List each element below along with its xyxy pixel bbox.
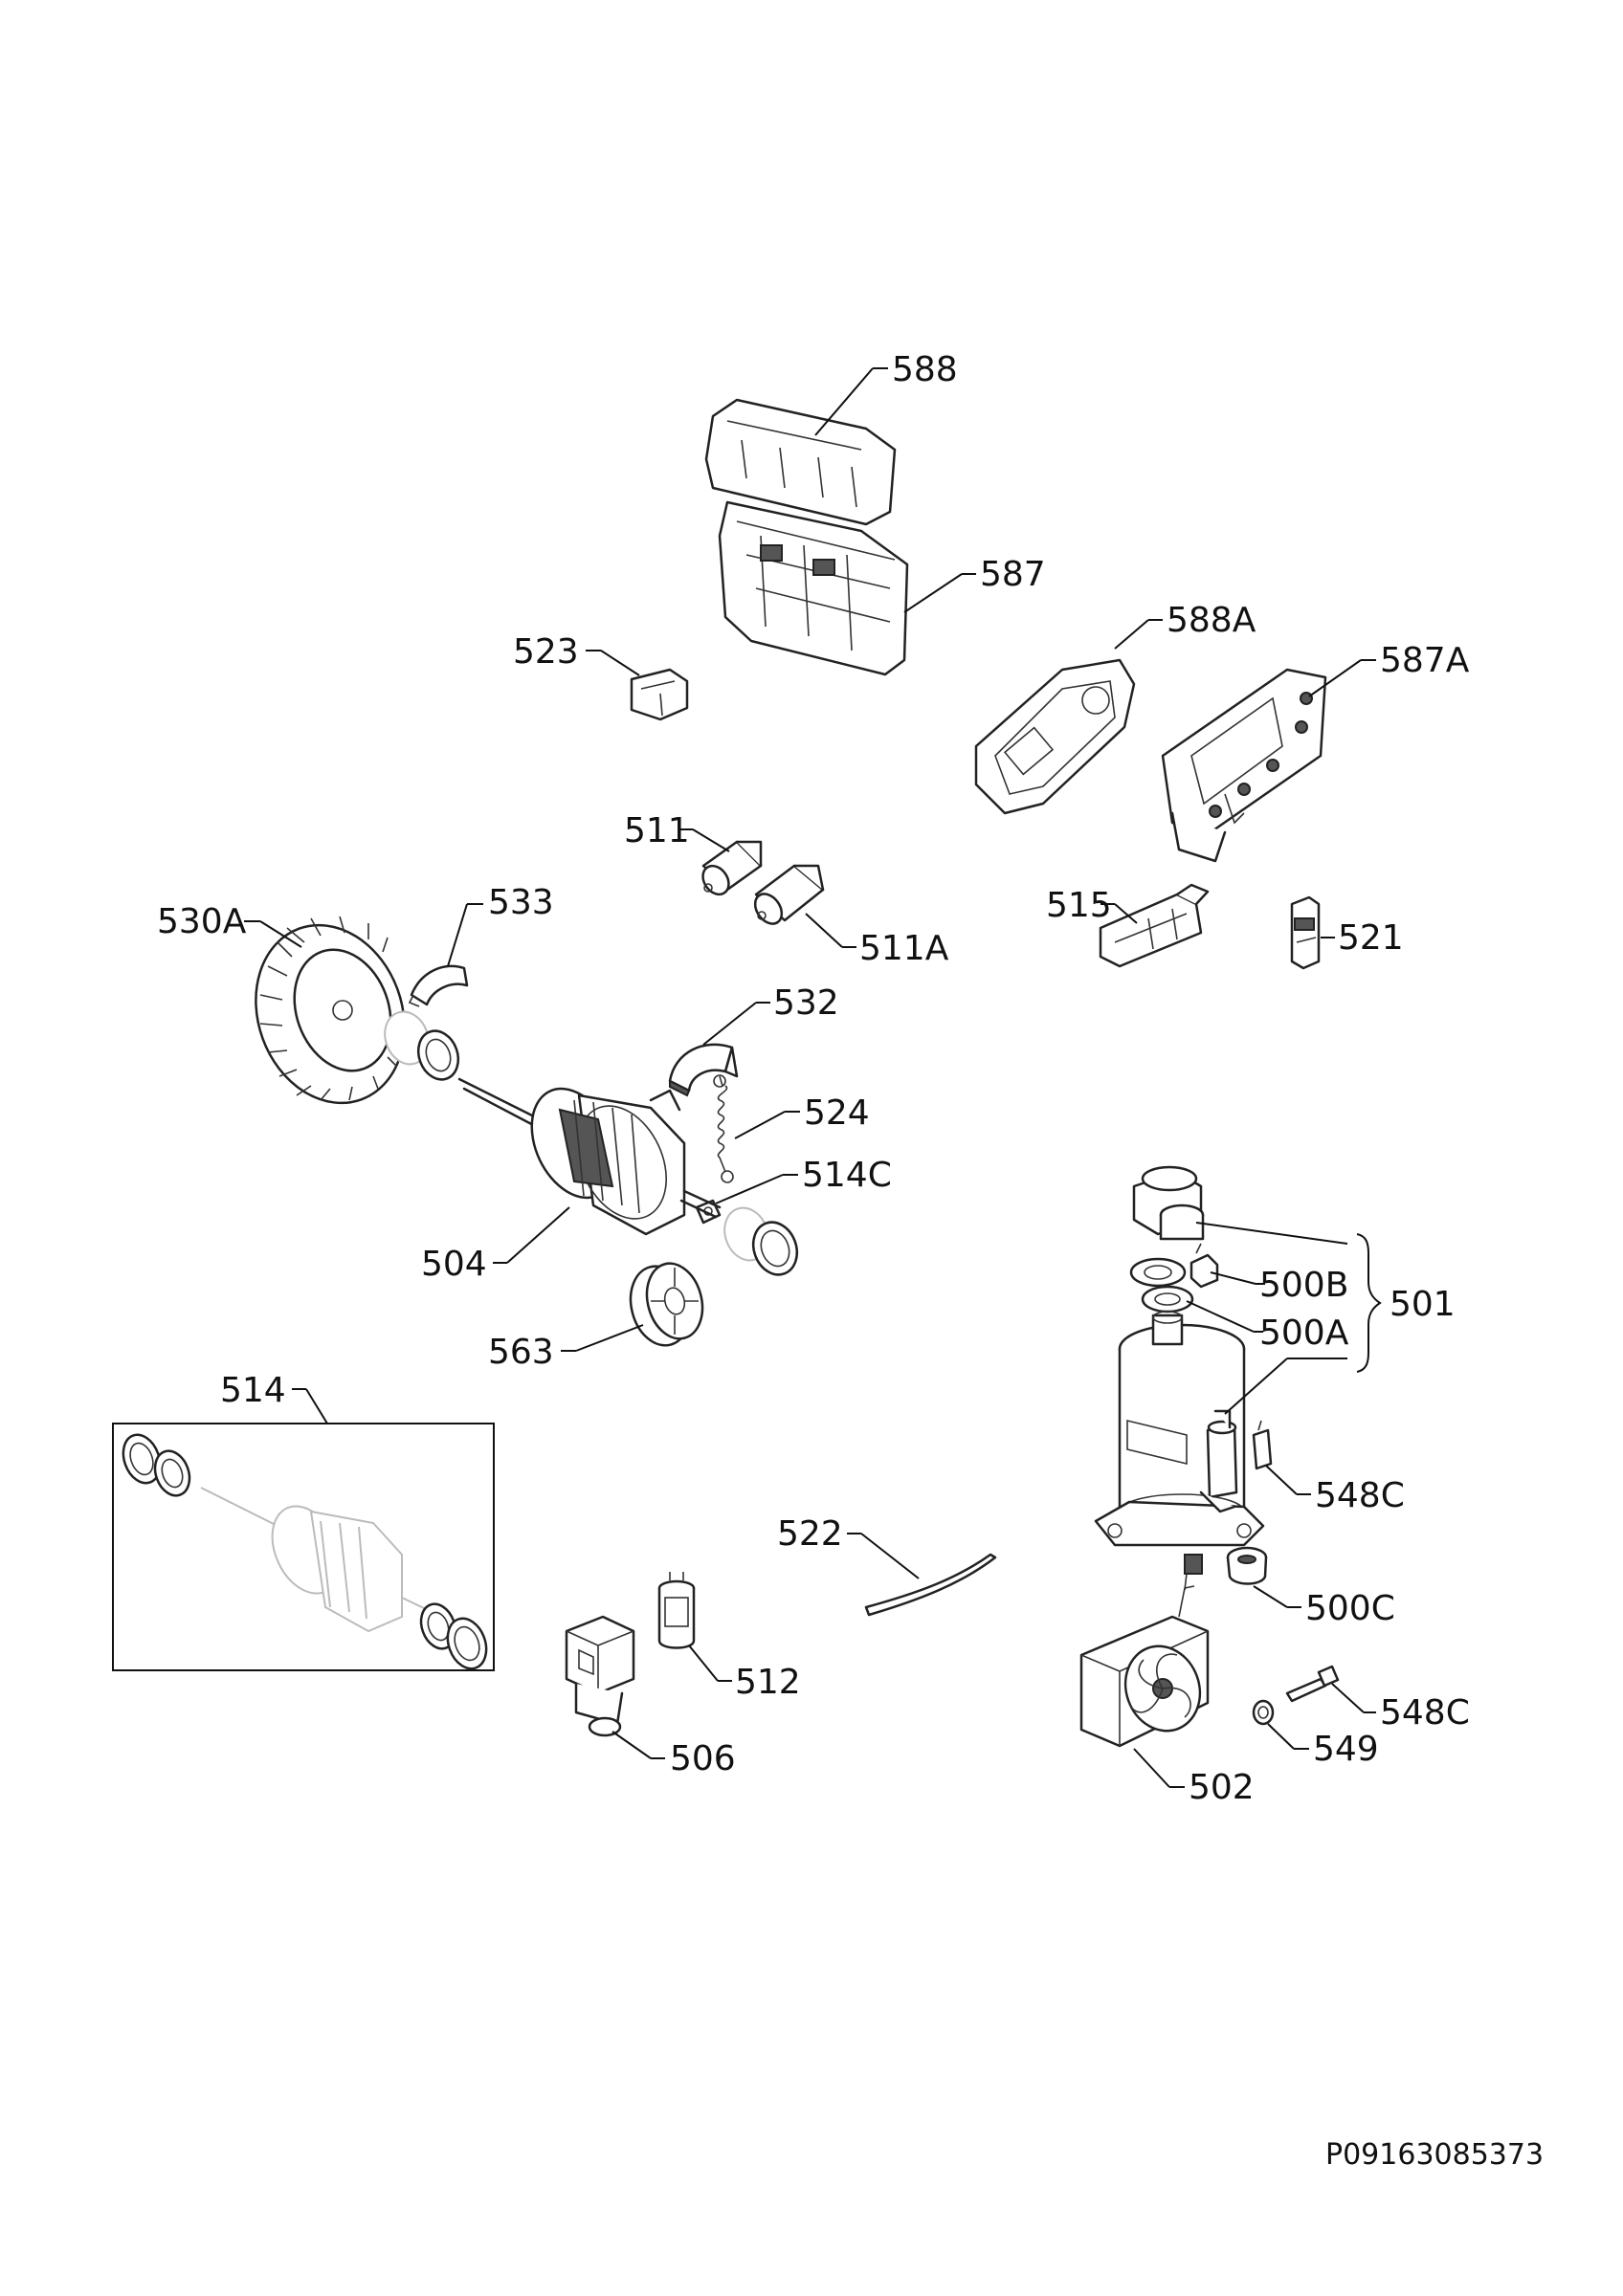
label-524[interactable]: 524 xyxy=(804,1093,870,1133)
label-514C[interactable]: 514C xyxy=(802,1156,892,1195)
leader-522b xyxy=(860,1533,920,1579)
label-502[interactable]: 502 xyxy=(1189,1768,1255,1807)
label-532[interactable]: 532 xyxy=(773,983,839,1023)
part-500C-grommet[interactable] xyxy=(1226,1546,1268,1585)
leader-515b xyxy=(1114,903,1138,924)
leader-500B xyxy=(1210,1271,1256,1285)
label-588[interactable]: 588 xyxy=(892,350,958,389)
part-587A-display-board[interactable] xyxy=(1161,668,1327,863)
part-548C-top[interactable] xyxy=(1252,1420,1273,1470)
part-549-nut[interactable] xyxy=(1252,1699,1275,1726)
inset-box-514 xyxy=(112,1423,495,1671)
part-523-clip[interactable] xyxy=(630,668,689,721)
label-512[interactable]: 512 xyxy=(735,1663,801,1702)
leader-511b xyxy=(692,828,730,852)
part-515-switch[interactable] xyxy=(1099,883,1210,968)
label-530A[interactable]: 530A xyxy=(157,902,247,941)
part-563-pulley[interactable] xyxy=(622,1257,710,1352)
leader-588 xyxy=(814,367,874,436)
leader-514C xyxy=(715,1174,784,1204)
label-563[interactable]: 563 xyxy=(488,1333,554,1372)
leader-514b xyxy=(305,1388,328,1424)
part-521-sensor[interactable] xyxy=(1290,895,1321,970)
label-500C[interactable]: 500C xyxy=(1305,1589,1395,1628)
label-515[interactable]: 515 xyxy=(1046,886,1112,925)
bracket-501 xyxy=(1356,1233,1382,1373)
part-548C-bottom[interactable] xyxy=(1285,1665,1340,1703)
leader-548C-bottom xyxy=(1331,1683,1365,1713)
leader-548C-top xyxy=(1265,1465,1298,1495)
label-506[interactable]: 506 xyxy=(670,1739,736,1778)
part-511A-capacitor[interactable] xyxy=(749,864,825,929)
part-532-cover[interactable] xyxy=(668,1043,739,1097)
label-549[interactable]: 549 xyxy=(1313,1730,1379,1769)
leader-587A xyxy=(1308,659,1362,697)
leader-512 xyxy=(688,1645,719,1682)
leader-511A xyxy=(805,913,843,948)
part-511-capacitor[interactable] xyxy=(698,840,763,899)
leader-500B-top xyxy=(1195,1222,1348,1245)
label-533[interactable]: 533 xyxy=(488,883,554,922)
leader-563b xyxy=(575,1324,644,1352)
part-588A-frame[interactable] xyxy=(974,658,1136,815)
label-504[interactable]: 504 xyxy=(421,1245,487,1284)
part-504-motor[interactable] xyxy=(457,1075,722,1236)
label-500B[interactable]: 500B xyxy=(1259,1266,1348,1305)
label-514[interactable]: 514 xyxy=(220,1371,286,1410)
part-506-pump[interactable] xyxy=(565,1615,635,1737)
part-514C-plate[interactable] xyxy=(695,1199,804,1281)
part-514-motor-kit[interactable] xyxy=(117,1429,493,1673)
leader-549 xyxy=(1267,1723,1295,1750)
label-511[interactable]: 511 xyxy=(624,811,690,850)
leader-532 xyxy=(702,1002,757,1046)
label-523[interactable]: 523 xyxy=(513,632,579,672)
label-511A[interactable]: 511A xyxy=(859,929,949,968)
leader-500C xyxy=(1253,1585,1288,1608)
leader-501-bottom-b xyxy=(1224,1358,1288,1415)
label-501[interactable]: 501 xyxy=(1390,1285,1456,1324)
leader-523b xyxy=(600,650,640,676)
leader-587 xyxy=(903,573,963,613)
part-fan-bearings xyxy=(384,1010,460,1081)
part-524-spring[interactable] xyxy=(713,1074,734,1183)
leader-500A xyxy=(1186,1300,1255,1333)
part-512-capacitor[interactable] xyxy=(657,1572,696,1649)
label-548C-top[interactable]: 548C xyxy=(1315,1476,1405,1515)
leader-533 xyxy=(447,903,468,967)
label-588A[interactable]: 588A xyxy=(1167,601,1256,640)
part-500B-protector[interactable] xyxy=(1132,1165,1219,1289)
part-compressor[interactable] xyxy=(1094,1311,1265,1547)
leader-588A xyxy=(1114,619,1149,650)
label-587A[interactable]: 587A xyxy=(1380,641,1470,680)
part-530A-fan-wheel[interactable] xyxy=(232,904,429,1124)
part-502-fan[interactable] xyxy=(1079,1554,1212,1748)
leader-504b xyxy=(506,1206,570,1264)
document-id: P09163085373 xyxy=(1325,2138,1544,2172)
leader-502 xyxy=(1133,1748,1170,1788)
part-587-control-board[interactable] xyxy=(718,500,909,676)
label-522[interactable]: 522 xyxy=(777,1514,843,1554)
part-500A-gaskets[interactable] xyxy=(1129,1257,1194,1314)
label-587[interactable]: 587 xyxy=(980,555,1046,594)
label-521[interactable]: 521 xyxy=(1338,918,1404,958)
leader-524 xyxy=(734,1111,786,1139)
label-548C-bottom[interactable]: 548C xyxy=(1380,1693,1470,1733)
leader-506 xyxy=(611,1731,652,1759)
label-500A[interactable]: 500A xyxy=(1259,1314,1349,1353)
leader-530Ab xyxy=(259,920,302,948)
part-533-clamp[interactable] xyxy=(408,964,469,1007)
part-588-cover[interactable] xyxy=(704,398,897,526)
part-522-strip[interactable] xyxy=(864,1553,997,1617)
